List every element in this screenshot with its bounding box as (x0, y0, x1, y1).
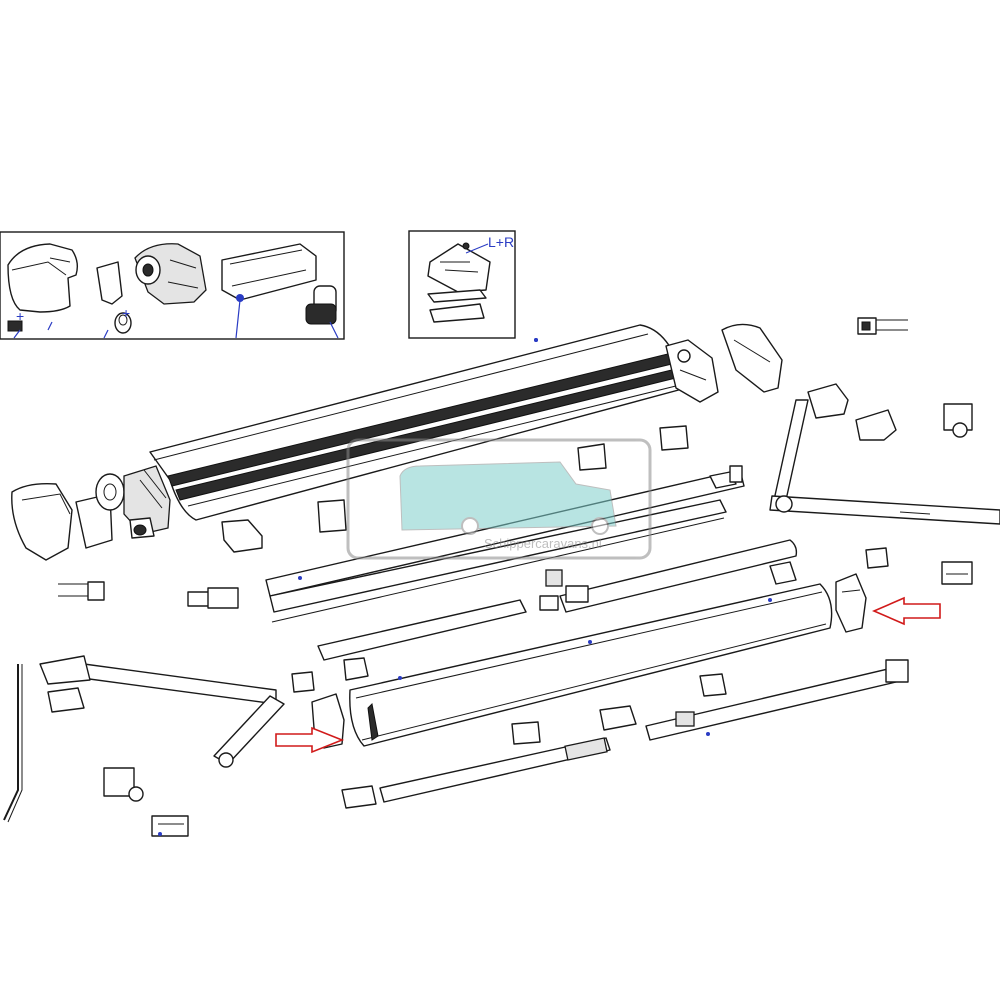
left-roller-end-plug (187, 587, 239, 609)
bottom-arm (341, 721, 611, 809)
inset-motor-gear (134, 243, 207, 305)
middle-clip-b (317, 499, 347, 533)
left-drive-end-cover (11, 482, 113, 561)
inset-block-upper (427, 289, 487, 303)
lower-left-clip (291, 671, 315, 693)
right-wall-bracket-top (943, 403, 973, 438)
lower-right-arm (599, 659, 909, 741)
lower-left-fixing-plate (151, 815, 189, 837)
left-crank-rod (3, 664, 23, 823)
inset-screw (462, 242, 470, 250)
lower-left-wall-bracket (103, 767, 144, 802)
right-arm-cap (855, 409, 897, 441)
highlight-arrow-right-end-cap (871, 596, 941, 626)
inset-small-clip (7, 320, 23, 332)
inset-control-box (221, 243, 317, 302)
right-wall-bracket-bottom (941, 561, 973, 585)
highlight-arrow-left-end-cap (275, 726, 345, 754)
inset-left-right-label: L+R (488, 234, 514, 250)
inset-end-cover (7, 243, 79, 313)
right-end-cap (835, 573, 867, 633)
lower-left-arm (39, 655, 285, 768)
roller-tube (317, 539, 798, 661)
right-top-end-bracket (665, 339, 719, 403)
inset-bracket (96, 261, 132, 334)
inset-plus-mark: + (122, 305, 130, 321)
watermark: Schippercaravans.nl (346, 438, 652, 560)
front-lead-bar (349, 583, 833, 747)
middle-clip-a (221, 519, 263, 553)
inset-box-right: L+R (408, 230, 516, 339)
inset-block-lower (429, 303, 485, 323)
right-lead-bar-clip (865, 547, 889, 569)
watermark-text: Schippercaravans.nl (484, 536, 602, 551)
roller-tube-clip-right (769, 561, 797, 585)
right-upper-arm (769, 383, 1000, 525)
middle-clip-d (659, 425, 689, 451)
top-cassette-profile (149, 324, 687, 521)
right-top-end-cover (721, 323, 783, 393)
lower-left-cap (47, 687, 85, 713)
inset-plug (305, 285, 337, 325)
middle-clip-c (577, 443, 607, 471)
middle-roller-rail (265, 465, 745, 623)
top-right-connector (857, 317, 908, 335)
roller-tube-clip-left (343, 657, 369, 681)
inset-box-left: + + (0, 231, 345, 340)
inset-plus-mark: + (16, 308, 24, 324)
leader-pins (158, 338, 772, 836)
left-side-connector (58, 581, 105, 601)
inset-corner-cap (427, 243, 491, 293)
roller-tube-square-insert (545, 569, 563, 587)
left-drive-motor (95, 465, 171, 539)
inset-left-leader-lines (13, 299, 339, 339)
